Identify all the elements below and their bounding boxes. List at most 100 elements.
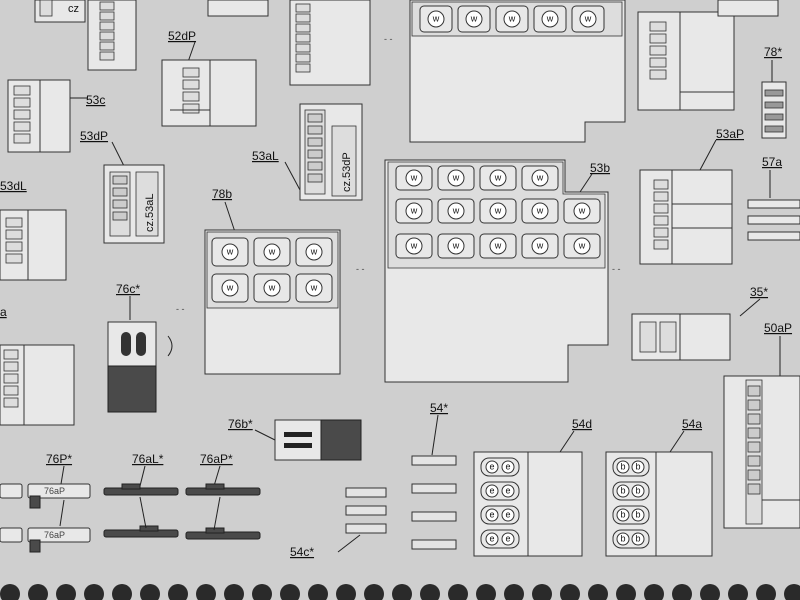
part-text-76aP: 76aP	[44, 486, 65, 496]
part-52dP: 52dP	[161, 29, 257, 127]
b-text: b	[635, 461, 640, 471]
part-35: 35*	[631, 285, 768, 361]
part-53b: 53b w w w w w w w w w w w w w w - - - -	[356, 159, 621, 383]
part-53dL: 53dL	[0, 179, 67, 281]
part-76b: 76b*	[228, 417, 362, 461]
w-text: w	[578, 205, 586, 215]
w-text: w	[494, 240, 502, 250]
part-label-cz: cz	[68, 3, 79, 15]
b-text: b	[635, 485, 640, 495]
w-text: w	[508, 13, 516, 23]
label-50aP: 50aP	[764, 321, 792, 335]
w-text: w	[536, 172, 544, 182]
e-text: e	[505, 485, 510, 495]
part-57a: 57a	[747, 155, 800, 241]
w-text: w	[494, 205, 502, 215]
label-76b: 76b*	[228, 417, 253, 431]
label-54a: 54a	[682, 417, 702, 431]
part-76aP: 76aP*	[185, 452, 261, 540]
svg-text:- -: - -	[176, 304, 185, 314]
part-top-center-strip	[207, 0, 371, 86]
label-53dL: 53dL	[0, 179, 27, 193]
part-53aL: 53aL cz.53dP	[252, 103, 363, 201]
part-top-left-strip: cz	[34, 0, 137, 71]
label-76c: 76c*	[116, 282, 140, 296]
label-54c: 54c*	[290, 545, 314, 559]
part-53dP: 53dP cz.53aL	[80, 129, 165, 244]
label-54d: 54d	[572, 417, 592, 431]
w-text: w	[536, 240, 544, 250]
label-53aL: 53aL	[252, 149, 279, 163]
w-text: w	[584, 13, 592, 23]
w-button-grid-53b: w w w w w w w w w w w w w w	[395, 165, 601, 259]
w-text: w	[310, 282, 318, 292]
w-text: w	[494, 172, 502, 182]
part-top-right	[637, 0, 779, 111]
label-a: a	[0, 305, 7, 319]
label-35: 35*	[750, 285, 768, 299]
part-54c: 54c*	[290, 487, 387, 559]
label-52dP: 52dP	[168, 29, 196, 43]
b-text: b	[620, 485, 625, 495]
svg-text:- -: - -	[356, 264, 365, 274]
svg-text:- -: - -	[612, 264, 621, 274]
e-text: e	[505, 509, 510, 519]
part-53c: 53c	[7, 79, 105, 153]
w-button-row-top: w w w w w	[419, 5, 605, 33]
w-text: w	[226, 246, 234, 256]
w-text: w	[470, 13, 478, 23]
e-text: e	[505, 461, 510, 471]
part-text-76aP: 76aP	[44, 530, 65, 540]
part-53aP: 53aP	[639, 127, 744, 265]
w-text: w	[410, 172, 418, 182]
part-left-a: a	[0, 305, 75, 426]
part-50aP: 50aP	[723, 321, 800, 529]
w-text: w	[452, 205, 460, 215]
part-78b: 78b w w w w w w - -	[176, 187, 341, 375]
part-text-cz53aL: cz.53aL	[144, 193, 156, 232]
part-54: 54*	[411, 401, 457, 550]
w-text: w	[310, 246, 318, 256]
w-text: w	[410, 205, 418, 215]
part-text-cz53dP: cz.53dP	[341, 152, 353, 192]
w-text: w	[536, 205, 544, 215]
b-text: b	[635, 533, 640, 543]
label-76P: 76P*	[46, 452, 72, 466]
b-text: b	[635, 509, 640, 519]
w-text: w	[268, 282, 276, 292]
e-text: e	[489, 461, 494, 471]
label-53dP: 53dP	[80, 129, 108, 143]
label-57a: 57a	[762, 155, 782, 169]
e-text: e	[489, 509, 494, 519]
binding-holes	[0, 584, 800, 600]
w-button-grid-78b: w w w w w w	[211, 237, 333, 303]
label-54: 54*	[430, 401, 448, 415]
part-76c: 76c*	[107, 282, 173, 413]
w-text: w	[268, 246, 276, 256]
b-text: b	[620, 533, 625, 543]
label-53b: 53b	[590, 161, 610, 175]
w-text: w	[452, 172, 460, 182]
part-54d: 54d e e e e e e e e	[473, 417, 592, 557]
e-button-column: e e e e e e e e	[480, 457, 520, 549]
label-76aP: 76aP*	[200, 452, 233, 466]
part-76P: 76P* 76aP 76aP	[0, 452, 91, 553]
e-text: e	[489, 485, 494, 495]
b-text: b	[620, 509, 625, 519]
w-text: w	[226, 282, 234, 292]
label-76aL: 76aL*	[132, 452, 164, 466]
part-78: 78*	[761, 45, 787, 139]
e-text: e	[505, 533, 510, 543]
part-76aL: 76aL*	[103, 452, 179, 538]
label-53aP: 53aP	[716, 127, 744, 141]
part-top-large: w w w w w - -	[384, 0, 626, 143]
label-78: 78*	[764, 45, 782, 59]
w-text: w	[410, 240, 418, 250]
label-53c: 53c	[86, 93, 105, 107]
e-text: e	[489, 533, 494, 543]
w-text: w	[578, 240, 586, 250]
w-text: w	[546, 13, 554, 23]
